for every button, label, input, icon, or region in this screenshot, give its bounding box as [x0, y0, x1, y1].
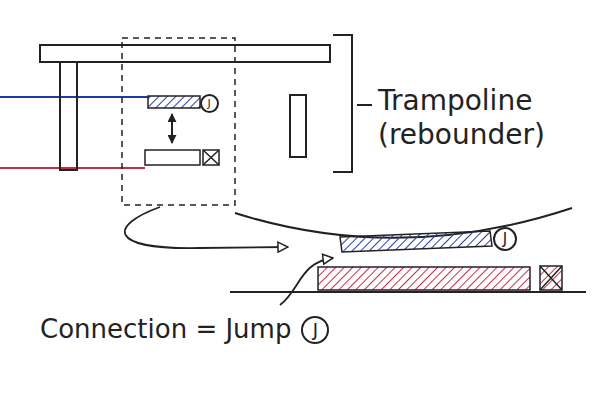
node-letter: J [503, 232, 507, 247]
crossed-box [540, 266, 562, 290]
leader-line [357, 104, 372, 106]
detail-frame [122, 38, 235, 205]
lower-contact-plate [145, 150, 200, 165]
zoom-arrow [125, 207, 288, 248]
trampoline-leg [60, 62, 77, 170]
trampoline-surface [235, 208, 572, 238]
blue-contact-plate [148, 96, 200, 108]
trampoline-frame [40, 45, 330, 62]
crossed-box [203, 150, 219, 165]
motion-arrow [171, 114, 173, 143]
note-label: Connection = Jump [40, 314, 291, 345]
node-letter: J [207, 98, 210, 109]
ground-line [230, 291, 586, 293]
circled-letter: J [200, 94, 219, 113]
red-wire [0, 167, 145, 169]
blue-contact-plate [340, 231, 492, 252]
leader-arrow [280, 258, 333, 305]
blue-wire [0, 96, 148, 98]
circled-letter: J [493, 227, 517, 251]
trampoline-leg [290, 95, 306, 157]
cross-mark [540, 266, 562, 290]
part-label: Trampoline (rebounder) [378, 84, 578, 151]
bracket [333, 35, 352, 172]
cross-mark [203, 150, 219, 165]
circled-letter: J [301, 316, 329, 344]
node-letter: J [313, 321, 318, 339]
red-contact-plate [318, 267, 530, 290]
